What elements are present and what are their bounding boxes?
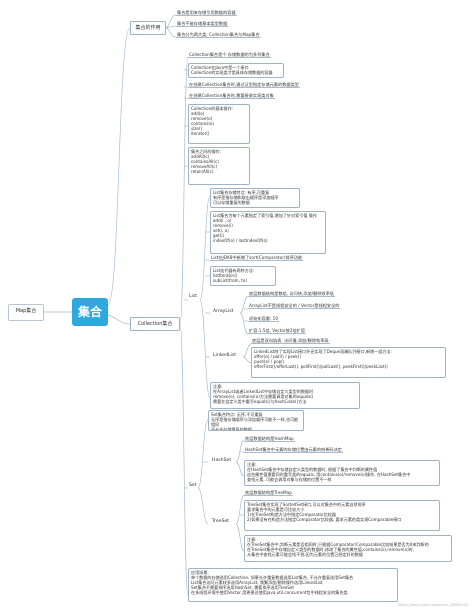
hashset-node[interactable]: HashSet: [212, 458, 232, 463]
treeset-item: TreeSet集合实现了SortedSet接口,可以对集合中的元素自然排序 要求…: [244, 500, 440, 531]
treeset-item: 底层数据结构是TreeMap: [244, 490, 293, 496]
connector: [164, 27, 177, 38]
list-note: List在JDK8中新增了sort(Comparator)排序功能: [210, 255, 304, 261]
connector: [235, 439, 245, 463]
collection-note: Collection的基本操作: add(o) remove(o) contai…: [188, 104, 250, 144]
collection-branch-node[interactable]: Collection集合: [130, 317, 180, 331]
connector: [235, 494, 245, 525]
hashset-item: 注意: 在HashSet集合中存储自定义类型的数据时, 根据了集合中判断的属性值…: [244, 460, 440, 486]
connector: [107, 314, 131, 325]
connector: [199, 299, 211, 399]
connector: [239, 295, 249, 314]
hashset-item: HashSet集合中元素的存储位置由元素的哈希码决定: [244, 447, 343, 453]
connector: [199, 195, 211, 301]
connector: [242, 343, 252, 358]
connector: [197, 487, 209, 525]
connector: [164, 25, 177, 29]
connector: [242, 356, 252, 364]
hashset-item: 底层数据结构是HashMap: [244, 436, 295, 442]
connector: [235, 523, 245, 552]
list-node[interactable]: List: [189, 294, 198, 299]
connector: [107, 27, 131, 306]
list-note: List迭代器有两种方法: listIterator() subList(fro…: [210, 266, 276, 286]
linkedlist-item: 底层是双向链表, 访问慢,添加/删除效率高: [251, 338, 330, 344]
collection-note: 在创建Collection集合时,需要接收实现类对象: [188, 93, 275, 99]
purpose-item: 集合分为两大类: Collection集合与Map集合: [176, 32, 261, 38]
set-note: Set集合特点: 无序,不可重复 无序是指存储顺序与添加顺序可能不一样,也可能相…: [208, 410, 304, 431]
purpose-branch-node[interactable]: 集合的作用: [130, 21, 166, 35]
watermark: https://blog.csdn.net/weixin_45881003: [398, 603, 469, 607]
list-note: List集合存储特点: 有序,可重复 有序是指存储和取出顺序是添加顺序 可以存储…: [210, 188, 300, 208]
arraylist-item: 底层数据结构是数组, 访问快,添加/删除效率低: [248, 291, 335, 297]
connector: [179, 323, 189, 597]
purpose-item: 集合不能存储基本类型数据: [176, 21, 229, 27]
arraylist-node[interactable]: ArrayList: [213, 309, 234, 314]
purpose-item: 集合是用来存储引用数据的容器: [176, 10, 237, 16]
list-note: 注意: 在ArrayList或者LinkedList中存储自定义类型的数据时 r…: [210, 382, 360, 409]
treeset-node[interactable]: TreeSet: [212, 519, 230, 524]
connector: [179, 56, 189, 325]
collection-note: 集合之间的操作: addAll(c) containsAll(c) remove…: [188, 147, 250, 185]
linkedlist-item: LinkedList除了实现List接口外还实现了Deque双端队列接口,新增一…: [251, 347, 446, 378]
list-note: List集合为每个元素指定了索引值,增加了针对索引值 操作 add(i , o)…: [210, 211, 326, 254]
arraylist-item: 初始化容量: 10: [248, 316, 280, 322]
collection-note: Collection集合是个 存储数据的为多列集合: [188, 52, 271, 58]
usage-note: 应用场景: 单个数据的存储选用Collection, 如果允许重复数据选用Lis…: [188, 568, 398, 602]
map-collection-node[interactable]: Map集合: [8, 304, 44, 321]
linkedlist-node[interactable]: LinkedList: [213, 353, 237, 358]
connector: [235, 461, 245, 477]
collection-note: 在创建Collection集合时,通过泛型指定存储元素的数据类型: [188, 82, 300, 88]
collection-note: Collection在Java中是一个接口 Collection的实现类才是具体…: [188, 63, 284, 78]
root-node[interactable]: 集合: [72, 298, 108, 326]
arraylist-item: 扩容:1.5倍, Vector按2倍扩容: [248, 328, 307, 334]
set-node[interactable]: Set: [189, 483, 197, 488]
treeset-item: 注意: 在TreeSet集合中,判断元素是否相同时,只根据Comparator/…: [244, 535, 452, 562]
arraylist-item: ArrayList不是线程安全的 / Vector是线程安全的: [248, 303, 341, 309]
connector: [197, 419, 209, 489]
connector: [239, 312, 249, 335]
